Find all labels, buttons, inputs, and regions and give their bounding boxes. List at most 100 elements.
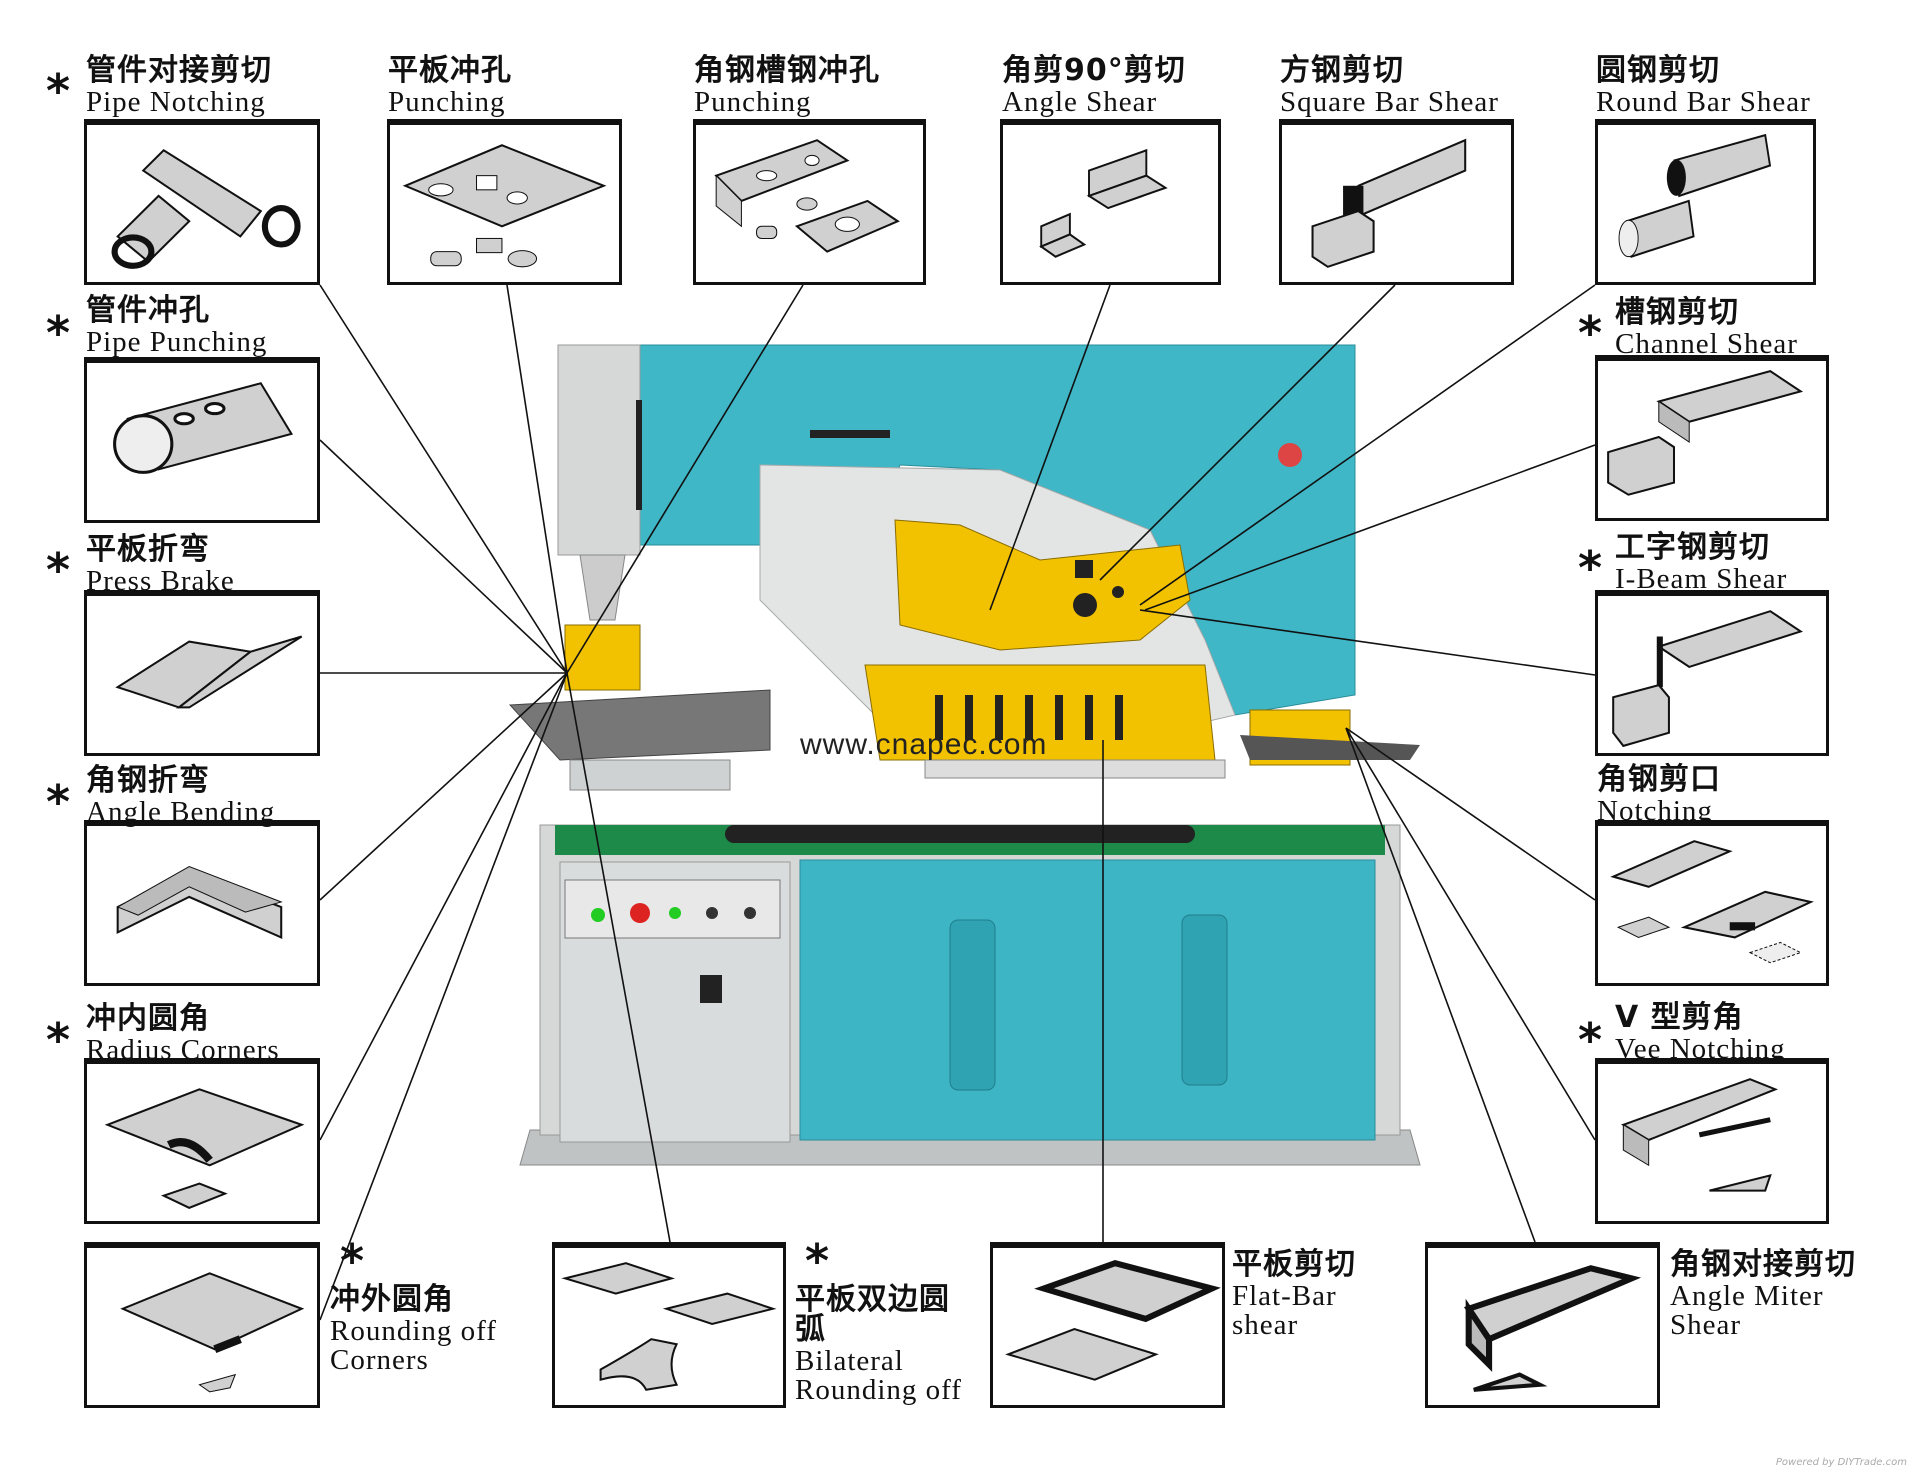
- ibeam-icon: [1612, 610, 1803, 748]
- rounding-off-corners-illustration: [84, 1242, 320, 1408]
- label-chinese: 管件对接剪切: [86, 53, 272, 88]
- label-english: Flat-Bar shear: [1232, 1280, 1337, 1341]
- watermark: www.cnapec.com: [800, 728, 1048, 761]
- featured-asterisk-icon: *: [340, 1234, 365, 1288]
- label-english: Square Bar Shear: [1280, 86, 1499, 118]
- label-english: Angle Miter Shear: [1670, 1280, 1824, 1341]
- tee-pipe-icon: [111, 149, 301, 269]
- bilateral-rounding-illustration: [552, 1242, 786, 1408]
- label-english: Pipe Notching: [86, 86, 266, 118]
- featured-asterisk-icon: *: [805, 1234, 830, 1288]
- leader-line: [319, 672, 568, 1141]
- label-english: Angle Bending: [86, 796, 276, 828]
- label-chinese: 平板冲孔: [388, 53, 512, 88]
- leader-line: [319, 439, 568, 674]
- label-english: Punching: [388, 86, 506, 118]
- label-chinese: 管件冲孔: [86, 293, 210, 328]
- punching-illustration: [387, 119, 622, 285]
- notching-illustration: [1595, 820, 1829, 986]
- label-chinese: 方钢剪切: [1280, 53, 1404, 88]
- label-chinese: 角钢折弯: [86, 763, 210, 798]
- label-chinese: 槽钢剪切: [1615, 295, 1739, 330]
- angle-miter-icon: [1463, 1265, 1642, 1392]
- warning-light: [1278, 443, 1302, 467]
- angle-bending-illustration: [84, 820, 320, 986]
- label-english: Bilateral Rounding off: [795, 1345, 962, 1406]
- label-chinese: 平板双边圆弧: [795, 1282, 950, 1347]
- label-chinese: 角剪90°剪切: [1002, 53, 1186, 88]
- leader-line: [1345, 727, 1596, 901]
- notch-icon: [1610, 840, 1814, 964]
- leader-line: [319, 672, 568, 1321]
- featured-asterisk-icon: *: [1578, 1013, 1603, 1067]
- label-chinese: 角钢槽钢冲孔: [694, 53, 880, 88]
- bilateral-icon: [561, 1262, 777, 1391]
- leader-line: [319, 284, 568, 674]
- featured-asterisk-icon: *: [46, 1013, 71, 1067]
- angle-shear-illustration: [1000, 119, 1221, 285]
- punch-station: [564, 624, 641, 691]
- label-english: Round Bar Shear: [1596, 86, 1811, 118]
- bent-plate-icon: [115, 635, 303, 709]
- label-english: Punching: [694, 86, 812, 118]
- featured-asterisk-icon: *: [1578, 306, 1603, 360]
- label-english: Rounding off Corners: [330, 1315, 497, 1376]
- label-chinese: 圆钢剪切: [1596, 53, 1720, 88]
- label-english: I-Beam Shear: [1615, 563, 1788, 595]
- leader-line: [566, 672, 671, 1243]
- leader-line: [1099, 284, 1396, 581]
- leader-line: [1345, 727, 1536, 1243]
- angle-holes-icon: [714, 139, 900, 253]
- featured-asterisk-icon: *: [46, 543, 71, 597]
- label-english: Press Brake: [86, 565, 235, 597]
- vee-notching-illustration: [1595, 1058, 1829, 1224]
- label-english: Pipe Punching: [86, 326, 268, 358]
- punch-column: [557, 344, 641, 556]
- cabinet-vents: [949, 914, 1228, 1091]
- vee-icon: [1620, 1078, 1779, 1192]
- leader-line: [989, 284, 1111, 611]
- square-bar-shear-illustration: [1279, 119, 1514, 285]
- round-bar-icon: [1618, 133, 1772, 258]
- pipe-notching-illustration: [84, 119, 320, 285]
- leader-line: [1345, 727, 1596, 1141]
- shear-slots: [935, 695, 1123, 740]
- angle-channel-punching-illustration: [693, 119, 926, 285]
- label-chinese: 冲内圆角: [86, 1001, 210, 1036]
- i-beam-shear-illustration: [1595, 590, 1829, 756]
- label-chinese: 平板折弯: [86, 532, 210, 567]
- press-brake-illustration: [84, 590, 320, 756]
- section-shear-blade: [894, 519, 1191, 651]
- leader-line: [566, 284, 804, 674]
- pipe-punching-illustration: [84, 357, 320, 523]
- radius-corners-illustration: [84, 1058, 320, 1224]
- channel-icon: [1607, 370, 1804, 496]
- punch-table: [508, 689, 771, 761]
- pipe-holes-icon: [113, 382, 294, 474]
- label-chinese: 冲外圆角: [330, 1282, 454, 1317]
- label-chinese: 角钢剪口: [1597, 762, 1721, 797]
- angle-cut-icon: [1039, 148, 1168, 258]
- radius-corner-icon: [104, 1088, 305, 1209]
- label-english: Angle Shear: [1002, 86, 1158, 118]
- leader-line: [1139, 609, 1596, 676]
- main-switch: [700, 975, 722, 1003]
- square-bar-icon: [1311, 138, 1467, 268]
